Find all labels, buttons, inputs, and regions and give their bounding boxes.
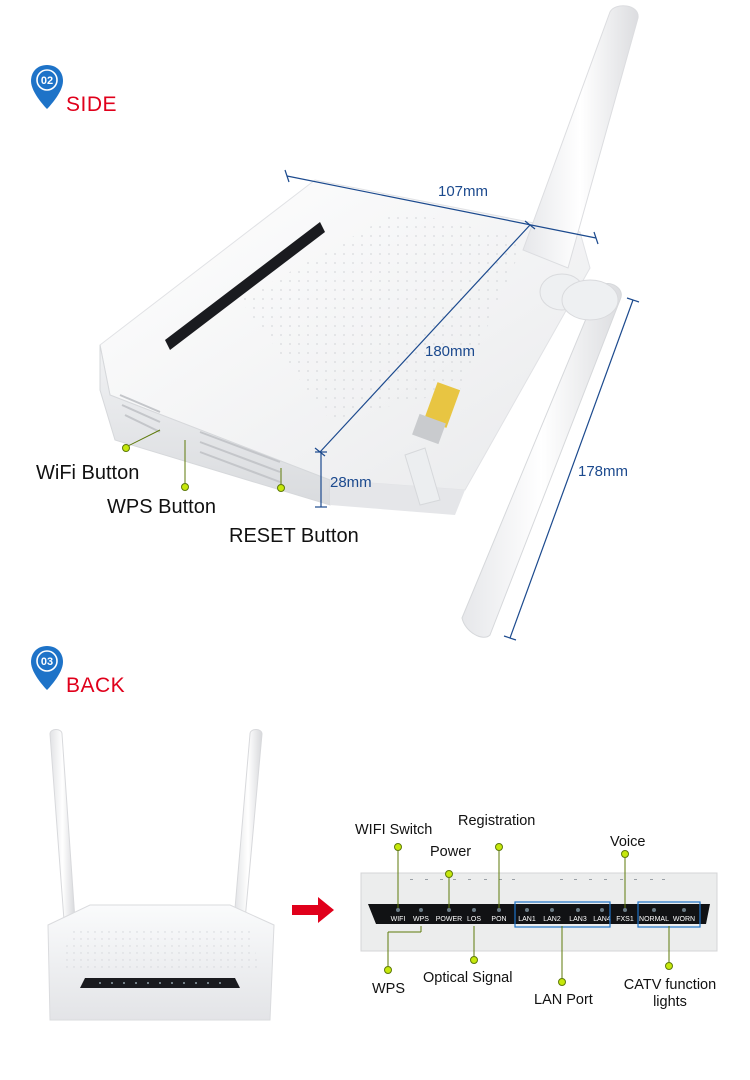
section-number: 03 — [41, 656, 53, 668]
led-callout-lines — [384, 843, 673, 986]
dimension-length: 107mm — [438, 183, 489, 200]
arrow-right-icon — [292, 897, 334, 923]
led-label-normal: NORMAL — [639, 916, 669, 923]
dimension-width: 180mm — [425, 343, 476, 360]
label-wifi-switch: WIFI Switch — [355, 822, 433, 838]
section-back-header: 03 BACK — [30, 645, 140, 697]
label-lan-port: LAN Port — [534, 992, 593, 1008]
section-title: SIDE — [66, 93, 118, 116]
led-label-power: POWER — [436, 916, 462, 923]
router-front-image — [47, 729, 275, 1021]
dimension-antenna: 178mm — [578, 463, 629, 480]
section-number: 02 — [41, 75, 53, 87]
label-optical-signal: Optical Signal — [423, 970, 513, 986]
led-label-lan3: LAN3 — [569, 916, 587, 923]
router-side-image — [99, 5, 640, 641]
led-label-lan4: LAN4 — [593, 916, 611, 923]
wifi-button-callout-dot — [122, 444, 130, 452]
reset-button-callout-dot — [277, 484, 285, 492]
label-catv-function-lights: CATV function lights — [623, 977, 717, 1010]
led-panel-closeup: WIFI WPS POWER LOS PON LAN1 LAN2 LAN3 LA… — [360, 872, 718, 952]
wps-button-label: WPS Button — [107, 496, 216, 518]
location-pin-icon: 02 — [31, 65, 63, 109]
label-power: Power — [430, 844, 472, 860]
location-pin-icon: 03 — [31, 646, 63, 690]
dimension-height: 28mm — [330, 474, 372, 491]
wps-button-callout-dot — [181, 483, 189, 491]
label-voice: Voice — [610, 834, 646, 850]
led-label-lan1: LAN1 — [518, 916, 536, 923]
wifi-button-label: WiFi Button — [36, 462, 140, 484]
led-label-worn: WORN — [673, 916, 695, 923]
led-label-fxs1: FXS1 — [616, 916, 634, 923]
led-label-pon: PON — [491, 916, 506, 923]
led-label-lan2: LAN2 — [543, 916, 561, 923]
led-label-los: LOS — [467, 916, 481, 923]
label-registration: Registration — [458, 813, 536, 829]
led-label-wifi: WIFI — [391, 916, 406, 923]
led-label-wps: WPS — [413, 916, 429, 923]
reset-button-label: RESET Button — [229, 525, 359, 547]
section-title: BACK — [66, 674, 126, 697]
section-side-header: 02 SIDE — [30, 64, 140, 116]
label-wps: WPS — [372, 981, 406, 997]
